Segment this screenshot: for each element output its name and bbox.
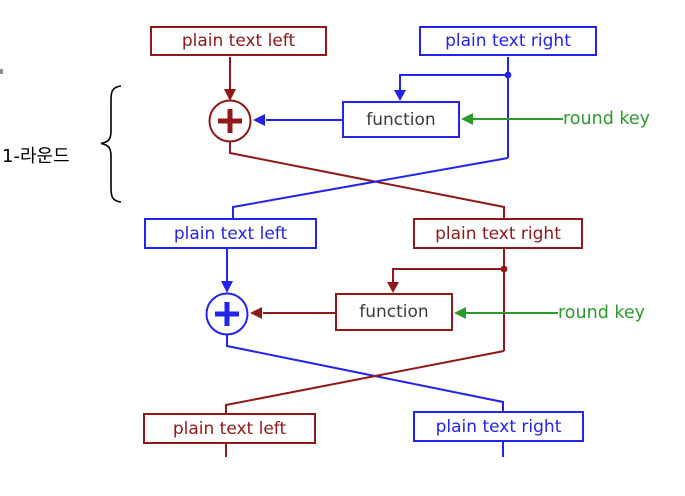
round2-round-key-label: round key <box>558 303 646 323</box>
round2-left-box: plain text left <box>144 218 317 249</box>
round1-key-arrow <box>461 113 563 125</box>
arrow-down-icon <box>394 90 406 101</box>
xor-circle-round1 <box>208 99 252 143</box>
round-annotation-label: 1-라운드 <box>2 146 70 167</box>
xor-plus-icon <box>215 302 239 326</box>
round2-function-label: function <box>359 302 429 322</box>
brace-icon <box>100 85 122 203</box>
arrow-left-icon <box>253 114 265 126</box>
round1-right-label: plain text right <box>445 31 571 51</box>
round2-right-flow <box>225 249 508 414</box>
round1-function-label: function <box>366 109 436 130</box>
xor-circle-round2 <box>205 292 249 336</box>
round1-function-box: function <box>342 101 460 138</box>
round1-left-flow <box>208 57 505 219</box>
arrow-left-icon <box>250 307 262 319</box>
xor-plus-icon <box>218 109 242 133</box>
round1-left-label: plain text left <box>181 31 296 51</box>
round1-round-key-label: round key <box>563 109 651 129</box>
arrow-down-icon <box>224 89 236 101</box>
round2-key-arrow <box>454 307 558 319</box>
round1-left-box: plain text left <box>150 26 327 56</box>
round1-right-flow <box>232 57 512 219</box>
edge-artifact <box>0 69 3 74</box>
output-left-box: plain text left <box>143 413 316 444</box>
round2-left-label: plain text left <box>173 223 288 244</box>
arrow-down-icon <box>387 282 399 293</box>
arrow-down-icon <box>221 281 233 293</box>
round2-right-label: plain text right <box>435 223 561 244</box>
arrow-left-icon <box>454 307 466 319</box>
output-right-box: plain text right <box>413 411 584 442</box>
round2-right-box: plain text right <box>413 218 583 249</box>
output-left-label: plain text left <box>172 418 287 439</box>
arrow-left-icon <box>461 113 473 125</box>
round2-function-box: function <box>335 293 453 331</box>
output-right-label: plain text right <box>435 416 562 437</box>
round1-right-box: plain text right <box>419 26 597 56</box>
round2-left-flow <box>205 249 504 412</box>
